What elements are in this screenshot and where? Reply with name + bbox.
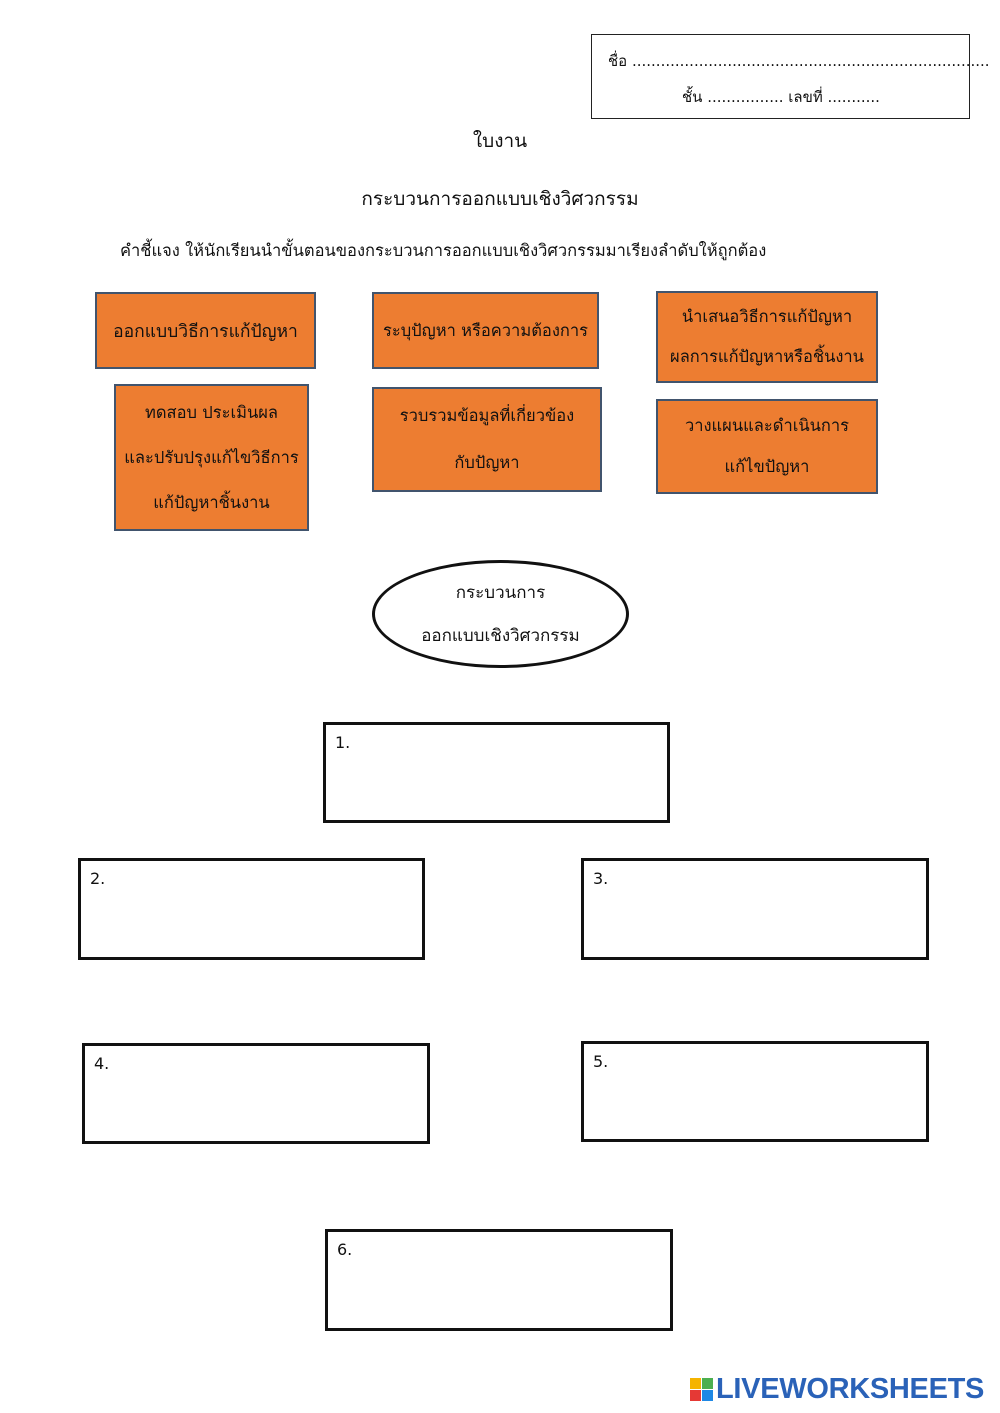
center-line: ออกแบบเชิงวิศวกรรม [421,626,580,646]
name-field[interactable]: ชื่อ ...................................… [608,52,990,70]
center-line: กระบวนการ [455,583,546,603]
answer-box-1[interactable]: 1. [323,722,670,823]
answer-number: 6. [337,1240,353,1259]
logo-square-icon [702,1390,713,1401]
card-line: แก้ปัญหาชิ้นงาน [153,492,270,512]
step-card-design-solution[interactable]: ออกแบบวิธีการแก้ปัญหา [95,292,316,369]
liveworksheets-logo: LIVEWORKSHEETS [690,1373,984,1406]
answer-box-2[interactable]: 2. [78,858,425,960]
answer-number: 1. [335,733,351,752]
answer-box-6[interactable]: 6. [325,1229,673,1331]
card-line: และปรับปรุงแก้ไขวิธีการ [124,447,299,467]
card-line: รวบรวมข้อมูลที่เกี่ยวข้อง [399,406,575,426]
student-info-box: ชื่อ ...................................… [591,34,990,119]
answer-box-3[interactable]: 3. [581,858,929,960]
step-card-identify-problem[interactable]: ระบุปัญหา หรือความต้องการ [372,292,599,369]
card-line: ทดสอบ ประเมินผล [144,402,279,422]
step-card-plan-implement[interactable]: วางแผนและดำเนินการ แก้ไขปัญหา [656,399,878,494]
card-line: ออกแบบวิธีการแก้ปัญหา [113,321,298,342]
logo-square-icon [690,1390,701,1401]
sheet-subtitle: กระบวนการออกแบบเชิงวิศวกรรม [361,188,639,210]
card-line: แก้ไขปัญหา [724,457,810,477]
step-card-gather-information[interactable]: รวบรวมข้อมูลที่เกี่ยวข้อง กับปัญหา [372,387,602,492]
card-line: กับปัญหา [454,452,520,472]
center-process-ellipse: กระบวนการ ออกแบบเชิงวิศวกรรม [372,560,629,668]
step-card-present-solution[interactable]: นำเสนอวิธีการแก้ปัญหา ผลการแก้ปัญหาหรือช… [656,291,878,383]
card-line: นำเสนอวิธีการแก้ปัญหา [681,307,853,326]
card-line: วางแผนและดำเนินการ [684,415,850,435]
instruction-text: คำชี้แจง ให้นักเรียนนำขั้นตอนของกระบวนกา… [120,241,767,260]
logo-text: LIVEWORKSHEETS [716,1373,985,1405]
card-line: ระบุปัญหา หรือความต้องการ [382,320,588,340]
answer-number: 3. [593,869,609,888]
logo-square-icon [690,1378,701,1389]
card-line: ผลการแก้ปัญหาหรือชิ้นงาน [670,347,864,366]
logo-square-icon [702,1378,713,1389]
answer-number: 5. [593,1052,609,1071]
class-number-field[interactable]: ชั้น ................ เลขที่ ........... [682,88,880,106]
answer-box-4[interactable]: 4. [82,1043,430,1144]
step-card-test-evaluate[interactable]: ทดสอบ ประเมินผล และปรับปรุงแก้ไขวิธีการ … [114,384,309,531]
answer-number: 2. [90,869,106,888]
sheet-title: ใบงาน [472,130,528,152]
answer-box-5[interactable]: 5. [581,1041,929,1142]
answer-number: 4. [94,1054,110,1073]
logo-grid-icon [690,1378,713,1401]
